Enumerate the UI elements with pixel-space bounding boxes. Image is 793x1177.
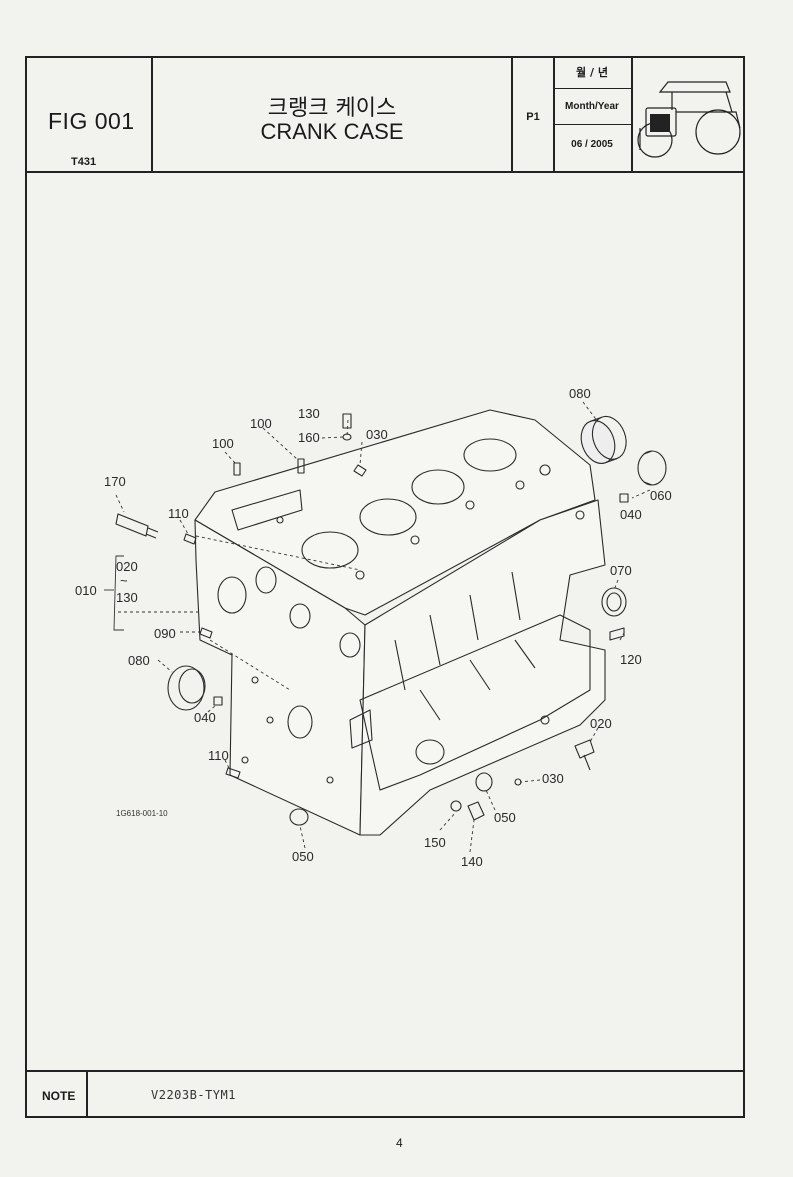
note-label: NOTE: [42, 1089, 76, 1103]
note-value: V2203B-TYM1: [151, 1088, 236, 1102]
part-label-150: 150: [424, 835, 446, 850]
part-label-140: 140: [461, 854, 483, 869]
month-year-korean: 월 / 년: [576, 66, 608, 79]
part-label-110: 110: [168, 506, 189, 521]
header-divider: [511, 56, 513, 172]
fig-number: FIG 001: [48, 108, 135, 134]
part-label-020: 020: [116, 559, 138, 574]
part-label-100: 100: [212, 436, 234, 451]
part-label-100: 100: [250, 416, 272, 431]
title-english: CRANK CASE: [260, 119, 404, 144]
header-bottom-rule: [25, 171, 745, 173]
page-frame: [25, 56, 745, 1118]
part-label-020: 020: [590, 716, 612, 731]
page-number: 4: [396, 1136, 403, 1150]
date-cell-rule: [553, 124, 632, 125]
part-label-130: 130: [116, 590, 138, 605]
page-code: P1: [526, 111, 540, 123]
part-label-040: 040: [194, 710, 216, 725]
note-divider: [86, 1070, 88, 1118]
month-year-label: Month/Year: [565, 101, 619, 112]
range-tilde: ~: [120, 573, 128, 588]
part-label-050: 050: [292, 849, 314, 864]
part-label-130: 130: [298, 406, 320, 421]
issue-date: 06 / 2005: [571, 139, 613, 150]
model-code: T431: [71, 156, 97, 168]
part-label-090: 090: [154, 626, 176, 641]
part-label-070: 070: [610, 563, 632, 578]
part-label-160: 160: [298, 430, 320, 445]
header-divider: [553, 56, 555, 172]
part-label-170: 170: [104, 474, 126, 489]
part-label-040: 040: [620, 507, 642, 522]
title-korean: 크랭크 케이스: [267, 96, 397, 121]
part-label-080: 080: [128, 653, 150, 668]
part-label-050: 050: [494, 810, 516, 825]
header-divider: [631, 56, 633, 172]
part-label-120: 120: [620, 652, 642, 667]
drawing-code: 1G618-001-10: [116, 809, 168, 818]
date-cell-rule: [553, 88, 632, 89]
part-label-030: 030: [542, 771, 564, 786]
part-label-030: 030: [366, 427, 388, 442]
header-divider: [151, 56, 153, 172]
part-label-080: 080: [569, 386, 591, 401]
note-top-rule: [25, 1070, 745, 1072]
part-label-060: 060: [650, 488, 672, 503]
part-label-010: 010: [75, 583, 97, 598]
part-label-110: 110: [208, 748, 229, 763]
